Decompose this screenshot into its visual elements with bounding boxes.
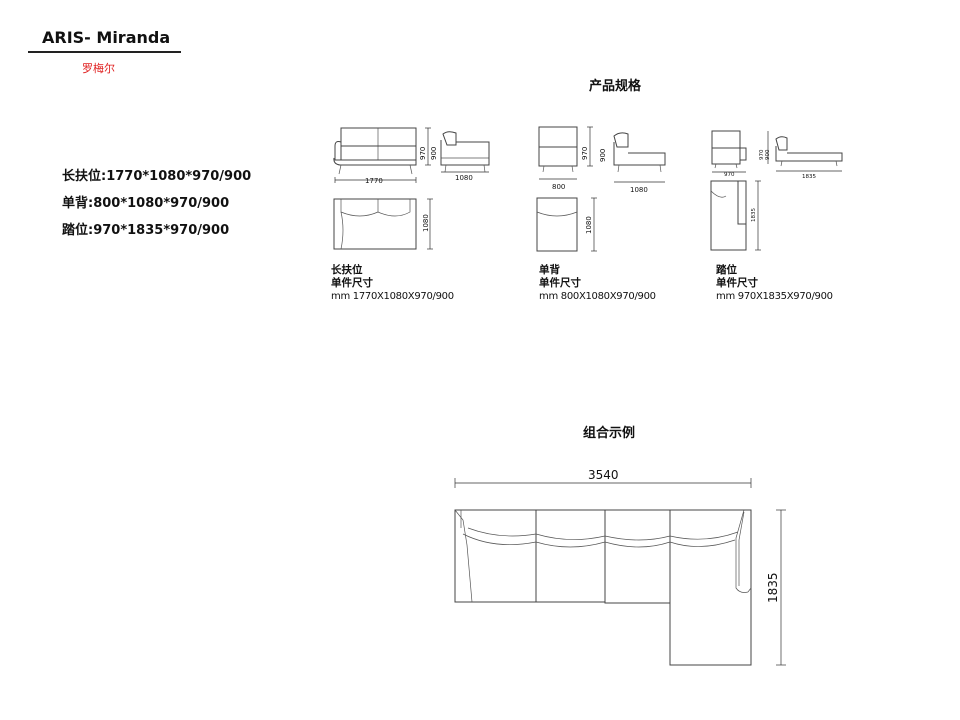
long-arm-plan-view: 1080	[333, 198, 433, 250]
chaise-h1-dim: 970	[759, 149, 765, 160]
single-back-h2-dim: 900	[599, 149, 607, 162]
chaise-drawings: 970 970 900 1835 1835	[710, 130, 843, 251]
long-arm-side-view: 1080	[440, 131, 490, 182]
chaise-plan-depth-dim: 1835	[751, 208, 757, 222]
single-back-side-depth-dim: 1080	[630, 186, 648, 194]
spec-long-arm: 长扶位:1770*1080*970/900	[62, 169, 252, 184]
single-back-plan-view: 1080	[536, 197, 597, 252]
long-arm-plan-depth-dim: 1080	[422, 214, 430, 232]
section-title-product-specs: 产品规格	[589, 79, 642, 94]
single-back-side-view: 1080	[613, 132, 666, 194]
long-arm-front-view: 1770 970 900	[333, 127, 438, 185]
chaise-h2-dim: 900	[765, 149, 771, 160]
long-arm-drawings: 1770 970 900 1080 1080	[333, 127, 490, 250]
combination-depth-dim: 1835	[766, 572, 780, 603]
chaise-caption: 踏位 单件尺寸 mm 970X1835X970/900	[716, 264, 833, 303]
chaise-name: 踏位	[716, 264, 737, 276]
product-subtitle: 罗梅尔	[82, 62, 115, 75]
long-arm-h1-dim: 970	[419, 147, 427, 160]
long-arm-dims: mm 1770X1080X970/900	[331, 291, 454, 302]
chaise-side-view: 1835	[775, 136, 843, 180]
single-back-dims: mm 800X1080X970/900	[539, 291, 656, 302]
long-arm-h2-dim: 900	[430, 147, 438, 160]
chaise-front-view: 970 970 900	[711, 130, 771, 178]
single-back-width-dim: 800	[552, 183, 565, 191]
single-back-front-view: 800 970 900	[538, 126, 607, 191]
chaise-plan-view: 1835	[710, 180, 761, 251]
chaise-width-dim: 970	[724, 172, 735, 178]
single-back-name: 单背	[539, 264, 560, 276]
single-back-plan-depth-dim: 1080	[585, 216, 593, 234]
long-arm-name: 长扶位	[331, 264, 363, 276]
combination-plan: 3540 1835	[454, 468, 786, 666]
product-title: ARIS- Miranda	[42, 28, 171, 47]
title-underline	[28, 51, 181, 53]
long-arm-caption: 长扶位 单件尺寸 mm 1770X1080X970/900	[331, 264, 454, 303]
chaise-dims: mm 970X1835X970/900	[716, 291, 833, 302]
long-arm-unit-label: 单件尺寸	[331, 277, 373, 289]
combination-width-dim: 3540	[588, 468, 619, 482]
chaise-unit-label: 单件尺寸	[716, 277, 758, 289]
single-back-caption: 单背 单件尺寸 mm 800X1080X970/900	[539, 264, 656, 303]
spec-single-back: 单背:800*1080*970/900	[62, 196, 230, 211]
spec-chaise: 踏位:970*1835*970/900	[62, 223, 230, 238]
long-arm-width-dim: 1770	[365, 177, 383, 185]
chaise-side-depth-dim: 1835	[802, 174, 816, 180]
section-title-combination: 组合示例	[583, 426, 636, 441]
single-back-drawings: 800 970 900 1080 1080	[536, 126, 666, 252]
long-arm-side-depth-dim: 1080	[455, 174, 473, 182]
single-back-unit-label: 单件尺寸	[539, 277, 581, 289]
single-back-h1-dim: 970	[581, 147, 589, 160]
